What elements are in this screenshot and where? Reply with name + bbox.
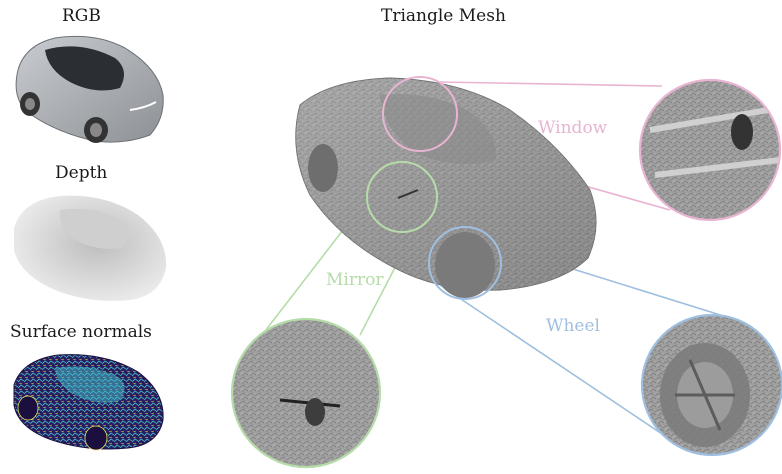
mesh-panel-title: Triangle Mesh <box>381 6 506 26</box>
wheel-zoom-view <box>640 313 782 457</box>
wheel-zoom-label: Wheel <box>546 316 600 336</box>
rgb-car-image <box>15 35 164 143</box>
mirror-highlight-circle <box>366 161 438 233</box>
wheel-highlight-circle <box>428 226 502 300</box>
normals-car-image <box>13 354 164 451</box>
window-zoom-view <box>638 78 782 222</box>
depth-car-image <box>14 195 167 301</box>
mirror-zoom-label: Mirror <box>326 270 384 290</box>
mesh-car <box>295 77 597 298</box>
depth-panel-title: Depth <box>55 163 108 183</box>
normals-panel-title: Surface normals <box>10 322 152 342</box>
window-highlight-circle <box>382 76 458 152</box>
mirror-zoom-view <box>230 317 382 469</box>
window-zoom-label: Window <box>538 118 608 138</box>
rgb-panel-title: RGB <box>62 6 101 26</box>
